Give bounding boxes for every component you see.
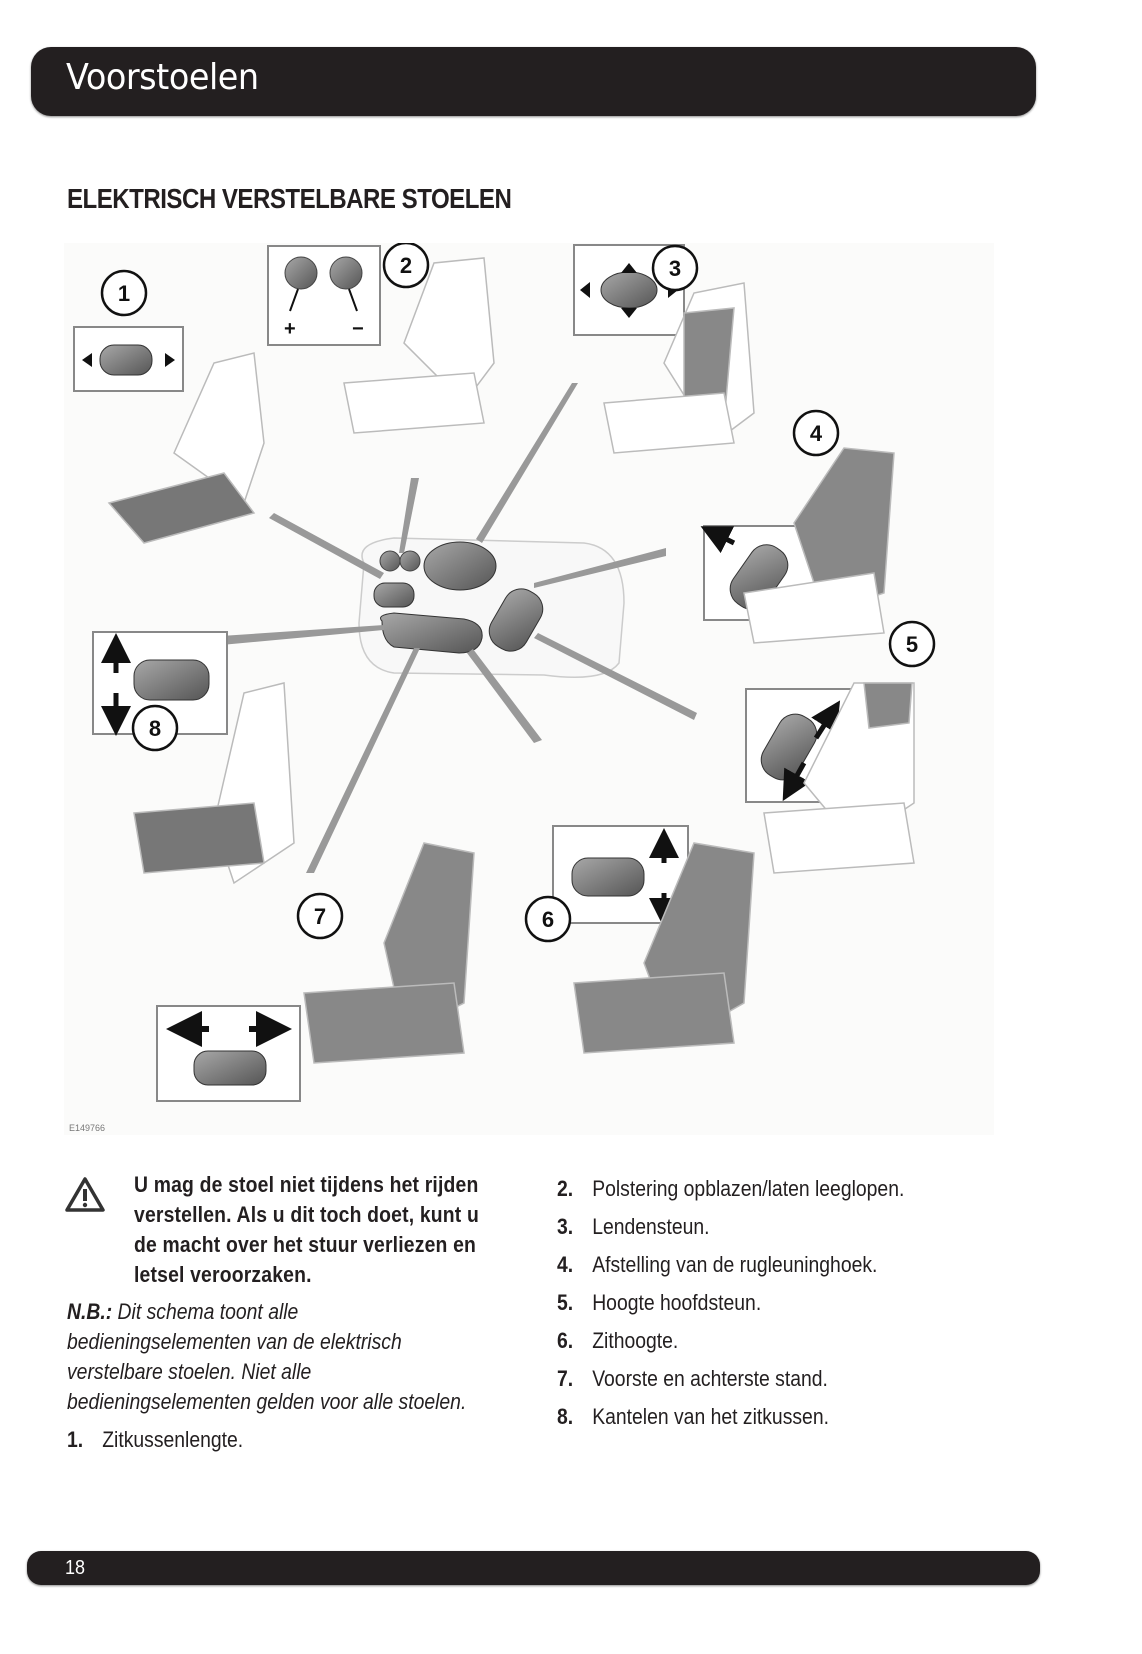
figure-code: E149766	[69, 1123, 106, 1133]
cushion-length-switch	[373, 582, 415, 608]
deflate-button	[399, 550, 421, 572]
central-switch-panel	[358, 537, 625, 679]
backrest-switch	[488, 588, 544, 652]
svg-text:3: 3	[669, 256, 681, 281]
seat-8	[133, 682, 295, 885]
plus-label: +	[284, 318, 296, 340]
footer-bar: 18	[27, 1551, 1040, 1585]
callout-8: 8	[131, 704, 179, 752]
svg-text:8: 8	[149, 716, 161, 741]
callout-1: 1	[100, 269, 148, 317]
inset-2: + −	[267, 245, 381, 346]
seat-drawings	[107, 257, 915, 1064]
callout-numbers: 1 2 3 4 5 6 7 8	[100, 243, 936, 943]
chapter-title: Voorstoelen	[66, 57, 259, 98]
svg-text:6: 6	[542, 907, 554, 932]
seat-1	[107, 352, 265, 544]
svg-text:2: 2	[400, 253, 412, 278]
list-item: 1.Zitkussenlengte.	[67, 1427, 244, 1452]
seat-2	[343, 257, 495, 434]
callout-3: 3	[651, 244, 699, 292]
list-item: 7.Voorste en achterste stand.	[557, 1366, 828, 1391]
seat-5	[763, 682, 915, 874]
lumbar-switch	[423, 541, 497, 591]
pointer-lines	[221, 383, 697, 873]
list-item: 8.Kantelen van het zitkussen.	[557, 1404, 829, 1429]
svg-text:4: 4	[810, 421, 823, 446]
callout-4: 4	[792, 409, 840, 457]
callout-2: 2	[382, 243, 430, 289]
svg-text:5: 5	[906, 632, 918, 657]
seat-controls-illustration: + −	[64, 243, 994, 1135]
illustration-svg: + −	[73, 243, 936, 1102]
section-heading: ELEKTRISCH VERSTELBARE STOELEN	[67, 183, 512, 214]
list-item: 5.Hoogte hoofdsteun.	[557, 1290, 762, 1315]
inset-7	[156, 1005, 301, 1102]
warning-text: U mag de stoel niet tijdens het rijden v…	[134, 1172, 479, 1287]
list-item: 3.Lendensteun.	[557, 1214, 710, 1239]
inset-6	[552, 825, 689, 928]
seat-4	[743, 447, 895, 644]
svg-text:7: 7	[314, 904, 326, 929]
inflate-button	[379, 550, 401, 572]
inset-1	[73, 326, 184, 392]
list-item: 2.Polstering opblazen/laten leeglopen.	[557, 1176, 905, 1201]
note-block: N.B.: Dit schema toont alle bedieningsel…	[67, 1299, 467, 1414]
callout-7: 7	[296, 892, 344, 940]
chapter-header-bar: Voorstoelen	[31, 47, 1036, 116]
list-item: 6.Zithoogte.	[557, 1328, 679, 1353]
note-label: N.B.:	[67, 1299, 113, 1324]
callout-5: 5	[888, 620, 936, 668]
minus-label: −	[352, 318, 364, 340]
list-item: 4.Afstelling van de rugleuninghoek.	[557, 1252, 878, 1277]
page-number: 18	[65, 1557, 86, 1579]
svg-text:1: 1	[118, 281, 130, 306]
warning-triangle-icon	[65, 1177, 105, 1212]
seat-switch	[380, 612, 483, 654]
seat-7	[303, 842, 475, 1064]
inset-8	[92, 631, 228, 736]
seat-6	[573, 842, 755, 1054]
seat-3	[603, 282, 755, 454]
callout-6: 6	[524, 895, 572, 943]
